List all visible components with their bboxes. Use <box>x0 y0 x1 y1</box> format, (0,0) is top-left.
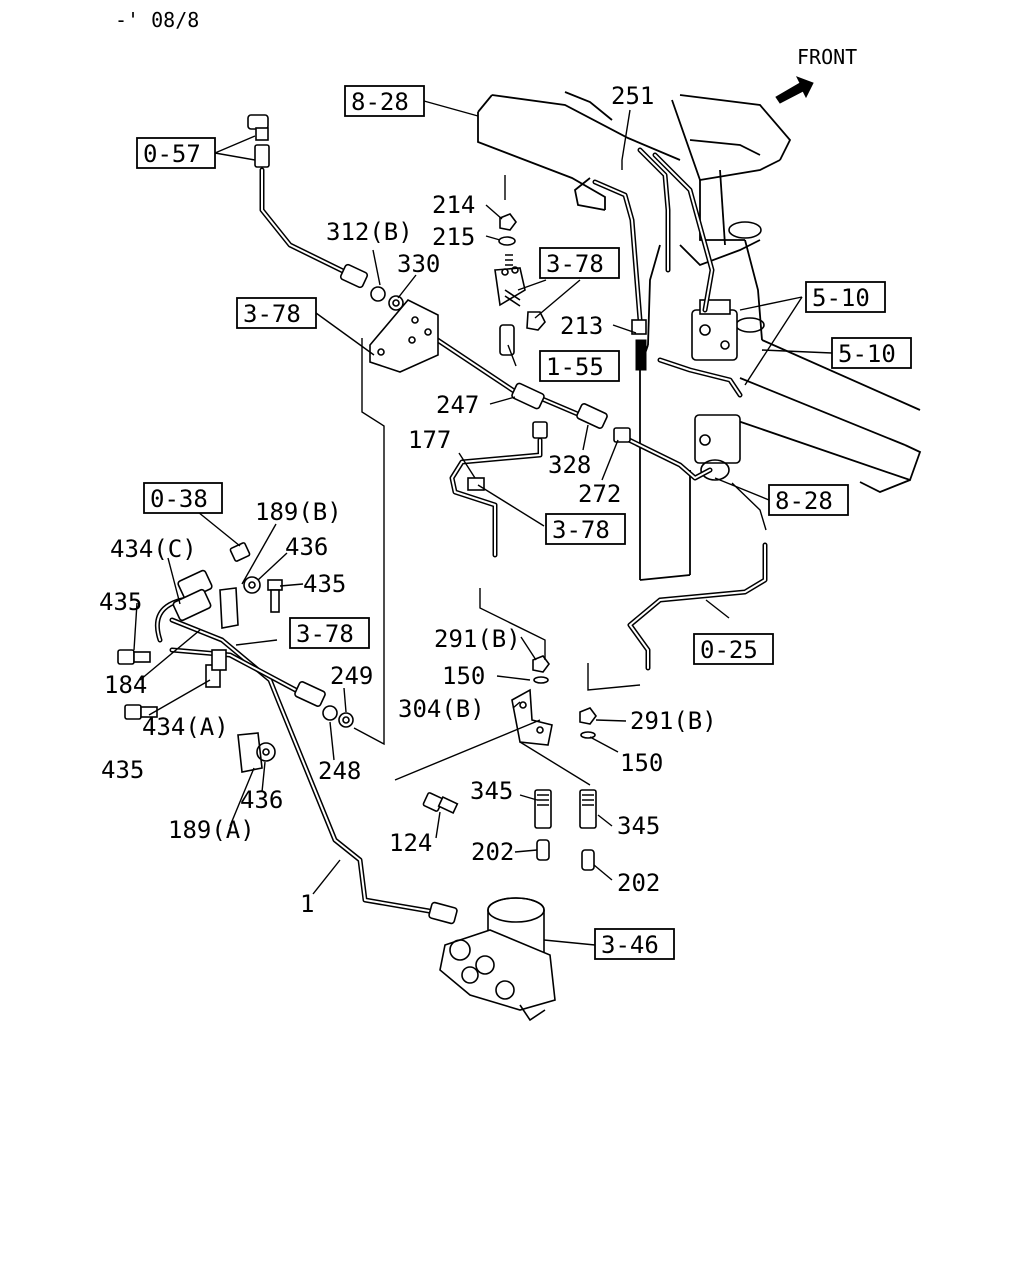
part-label-434a: 434(A) <box>142 713 229 741</box>
pipe-251 <box>592 147 743 398</box>
ref-box-5-10-b: 5-10 <box>831 337 912 369</box>
part-labels: 251 214 215 312(B) 330 213 247 177 328 2… <box>99 82 717 918</box>
part-label-435-right: 435 <box>303 570 346 598</box>
bolt-435-left <box>117 649 151 665</box>
valve-0-38 <box>172 542 251 622</box>
part-label-202-right: 202 <box>617 869 660 897</box>
elbow-0-57 <box>247 114 270 168</box>
ref-box-5-10-a: 5-10 <box>805 281 886 313</box>
svg-text:5-10: 5-10 <box>812 284 870 312</box>
svg-text:3-78: 3-78 <box>296 620 354 648</box>
part-label-345-right: 345 <box>617 812 660 840</box>
ref-box-3-46: 3-46 <box>594 928 675 960</box>
front-arrow-icon <box>775 76 814 104</box>
ref-box-8-28-top: 8-28 <box>344 85 425 117</box>
part-label-345-left: 345 <box>470 777 513 805</box>
ref-box-1-55: 1-55 <box>539 350 620 382</box>
svg-text:5-10: 5-10 <box>838 340 896 368</box>
ref-box-3-78-a: 3-78 <box>539 247 620 279</box>
ref-box-3-78-d: 3-78 <box>289 617 370 649</box>
connector-345-left <box>534 789 552 861</box>
clip-177 <box>467 477 485 491</box>
leader-lines <box>133 100 833 946</box>
part-label-436-top: 436 <box>285 533 328 561</box>
part-label-1: 1 <box>300 890 314 918</box>
bolt-124 <box>422 792 459 814</box>
bracket-304b <box>511 688 553 746</box>
pipe-0-25 <box>627 542 768 671</box>
bracket-189b <box>219 576 283 629</box>
ref-box-3-78-b: 3-78 <box>236 297 317 329</box>
part-label-202-left: 202 <box>471 838 514 866</box>
air-dryer-3-46 <box>428 897 556 1022</box>
nut-291b-right <box>579 707 597 739</box>
guide-lines <box>353 175 767 786</box>
nut-312b <box>339 263 404 311</box>
part-label-247: 247 <box>436 391 479 419</box>
bracket-189a <box>205 649 276 773</box>
svg-text:3-78: 3-78 <box>243 300 301 328</box>
part-label-434c: 434(C) <box>110 535 197 563</box>
front-label: FRONT <box>797 45 857 69</box>
part-label-213: 213 <box>560 312 603 340</box>
svg-text:1-55: 1-55 <box>546 353 604 381</box>
header-code: -' 08/8 <box>115 8 199 32</box>
part-label-214: 214 <box>432 191 475 219</box>
pipe-177 <box>449 437 543 558</box>
ref-box-8-28-mid: 8-28 <box>768 484 849 516</box>
svg-text:8-28: 8-28 <box>775 487 833 515</box>
part-label-251: 251 <box>611 82 654 110</box>
part-label-328: 328 <box>548 451 591 479</box>
bolt-1-55 <box>499 289 546 356</box>
fitting-247 <box>511 382 548 439</box>
svg-text:3-46: 3-46 <box>601 931 659 959</box>
ref-box-0-57: 0-57 <box>136 137 216 169</box>
part-label-435-lower: 435 <box>101 756 144 784</box>
bracket-small-3-78 <box>494 266 526 307</box>
fitting-328 <box>576 403 631 443</box>
part-label-291b-left: 291(B) <box>434 625 521 653</box>
ref-box-0-38: 0-38 <box>143 482 223 514</box>
part-label-330: 330 <box>397 250 440 278</box>
frame-valve-lower <box>694 414 741 481</box>
pipe-1 <box>169 617 438 915</box>
svg-text:0-57: 0-57 <box>143 140 201 168</box>
part-label-150-left: 150 <box>442 662 485 690</box>
fitting-213 <box>631 319 647 371</box>
pipe-0-57 <box>259 167 348 275</box>
svg-text:0-38: 0-38 <box>150 485 208 513</box>
part-label-304b: 304(B) <box>398 695 485 723</box>
ref-box-0-25: 0-25 <box>693 633 774 665</box>
part-label-189a: 189(A) <box>168 816 255 844</box>
nut-214 <box>498 213 517 266</box>
part-label-177: 177 <box>408 426 451 454</box>
bolt-435-lower <box>124 704 158 720</box>
part-label-150-right: 150 <box>620 749 663 777</box>
part-label-215: 215 <box>432 223 475 251</box>
part-label-124: 124 <box>389 829 432 857</box>
svg-text:0-25: 0-25 <box>700 636 758 664</box>
pipe-272 <box>622 435 713 481</box>
part-label-272: 272 <box>578 480 621 508</box>
part-label-291b-right: 291(B) <box>630 707 717 735</box>
connector-345-right <box>579 789 597 871</box>
frame-valve-upper <box>691 299 738 361</box>
pipe-247 <box>427 332 583 418</box>
part-label-249: 249 <box>330 662 373 690</box>
svg-text:3-78: 3-78 <box>546 250 604 278</box>
svg-text:8-28: 8-28 <box>351 88 409 116</box>
bracket-3-78 <box>369 299 439 373</box>
part-label-436-lower: 436 <box>240 786 283 814</box>
part-label-312b: 312(B) <box>326 218 413 246</box>
fitting-248-249 <box>294 681 354 728</box>
ref-box-3-78-c: 3-78 <box>545 513 626 545</box>
part-label-189b: 189(B) <box>255 498 342 526</box>
part-label-435-left: 435 <box>99 588 142 616</box>
part-label-248: 248 <box>318 757 361 785</box>
svg-text:3-78: 3-78 <box>552 516 610 544</box>
part-label-184: 184 <box>104 671 147 699</box>
